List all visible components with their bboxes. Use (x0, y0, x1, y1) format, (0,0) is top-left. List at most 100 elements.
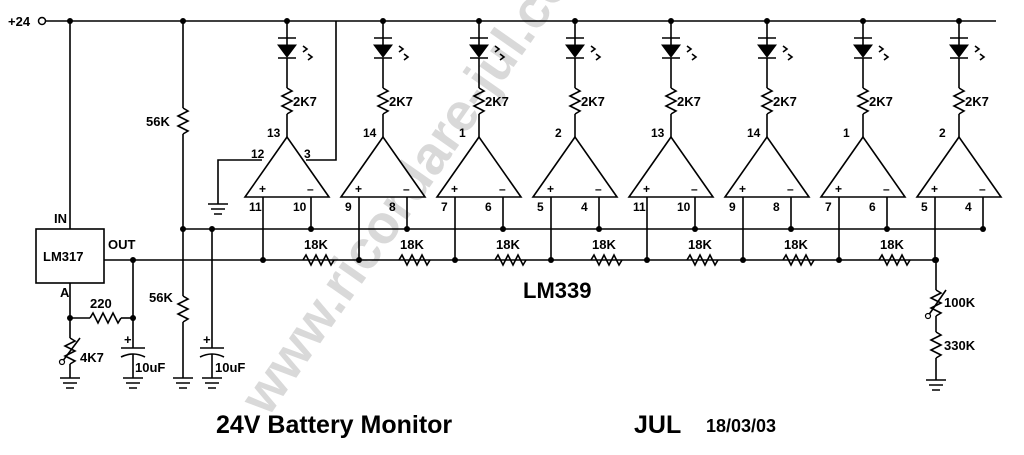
minus-pin-label: 4 (581, 200, 588, 214)
led-resistor (760, 87, 774, 115)
led-light-icon (782, 45, 794, 61)
plus-sign: + (259, 182, 266, 196)
comparator-triangle (627, 135, 715, 198)
plus-pin-label: 11 (633, 200, 646, 214)
rail-junction (476, 18, 482, 24)
ref-junction (308, 226, 314, 232)
output-pin-label: 2 (555, 126, 562, 140)
minus-pin-label: 10 (677, 200, 691, 214)
res-bottom-label: 330K (944, 338, 976, 353)
output-pin-label: 1 (843, 126, 850, 140)
ref-junction (500, 226, 506, 232)
cap2-label: 10uF (215, 360, 245, 375)
minus-sign: – (691, 182, 698, 196)
ladder-resistor (302, 253, 335, 267)
comparator-triangle (339, 135, 427, 198)
ladder-resistor-label: 18K (592, 237, 616, 252)
minus-pin-label: 8 (389, 200, 396, 214)
led-icon (661, 44, 681, 58)
plus-pin-label: 7 (441, 200, 448, 214)
plus-sign: + (643, 182, 650, 196)
minus-pin-label: 6 (869, 200, 876, 214)
led-light-icon (974, 45, 986, 61)
rail-junction (956, 18, 962, 24)
led-resistor-label: 2K7 (677, 94, 701, 109)
ladder-resistor-label: 18K (688, 237, 712, 252)
plus-pin-label: 7 (825, 200, 832, 214)
ladder-resistor (590, 253, 623, 267)
rail-junction (284, 18, 290, 24)
led-resistor-label: 2K7 (869, 94, 893, 109)
pot-bottom-label: 100K (944, 295, 976, 310)
unused-fb-pin: 3 (304, 147, 311, 161)
cap2-plus: + (203, 332, 211, 347)
ladder-resistor-label: 18K (496, 237, 520, 252)
ladder-resistor (782, 253, 815, 267)
divider-top-label: 56K (146, 114, 170, 129)
ladder-resistor (878, 253, 911, 267)
regulator-out-label: OUT (108, 237, 136, 252)
plus-pin-label: 9 (729, 200, 736, 214)
ref-junction (692, 226, 698, 232)
led-resistor (568, 87, 582, 115)
comparator-triangle (531, 135, 619, 198)
minus-sign: – (499, 182, 506, 196)
ladder-resistor-label: 18K (784, 237, 808, 252)
minus-pin-label: 6 (485, 200, 492, 214)
plus-sign: + (739, 182, 746, 196)
ladder-junction (548, 257, 554, 263)
ic-label: LM339 (523, 278, 591, 303)
ladder-junction (452, 257, 458, 263)
led-icon (853, 44, 873, 58)
led-icon (373, 44, 393, 58)
comparator-triangle (915, 135, 1003, 198)
led-resistor (376, 87, 390, 115)
ladder-resistor (494, 253, 527, 267)
led-icon (565, 44, 585, 58)
rail-junction (668, 18, 674, 24)
ladder-resistor-label: 18K (304, 237, 328, 252)
led-resistor-label: 2K7 (293, 94, 317, 109)
comparator-triangle (723, 135, 811, 198)
ref-junction (980, 226, 986, 232)
ref-junction (596, 226, 602, 232)
plus-sign: + (931, 182, 938, 196)
plus-sign: + (835, 182, 842, 196)
minus-sign: – (787, 182, 794, 196)
ladder-junction (836, 257, 842, 263)
ref-junction (788, 226, 794, 232)
led-resistor-label: 2K7 (581, 94, 605, 109)
regulator-in-label: IN (54, 211, 67, 226)
plus-pin-label: 9 (345, 200, 352, 214)
led-resistor (664, 87, 678, 115)
date: 18/03/03 (706, 416, 776, 436)
led-light-icon (494, 45, 506, 61)
cap1-label: 10uF (135, 360, 165, 375)
led-light-icon (878, 45, 890, 61)
led-icon (949, 44, 969, 58)
watermark-text: www.ricordare-jul.com (228, 0, 610, 426)
comparator-triangle (819, 135, 907, 198)
ladder-junction (260, 257, 266, 263)
led-light-icon (302, 45, 314, 61)
output-pin-label: 1 (459, 126, 466, 140)
led-light-icon (590, 45, 602, 61)
title: 24V Battery Monitor (216, 411, 452, 439)
plus-sign: + (451, 182, 458, 196)
adj-resistor-label: 220 (90, 296, 112, 311)
plus-sign: + (547, 182, 554, 196)
rail-junction (572, 18, 578, 24)
led-resistor (280, 87, 294, 115)
led-resistor (472, 87, 486, 115)
regulator-adj-label: A (60, 285, 70, 300)
cap1-plus: + (124, 332, 132, 347)
led-light-icon (398, 45, 410, 61)
ladder-resistor-label: 18K (880, 237, 904, 252)
ladder-junction (932, 257, 938, 263)
